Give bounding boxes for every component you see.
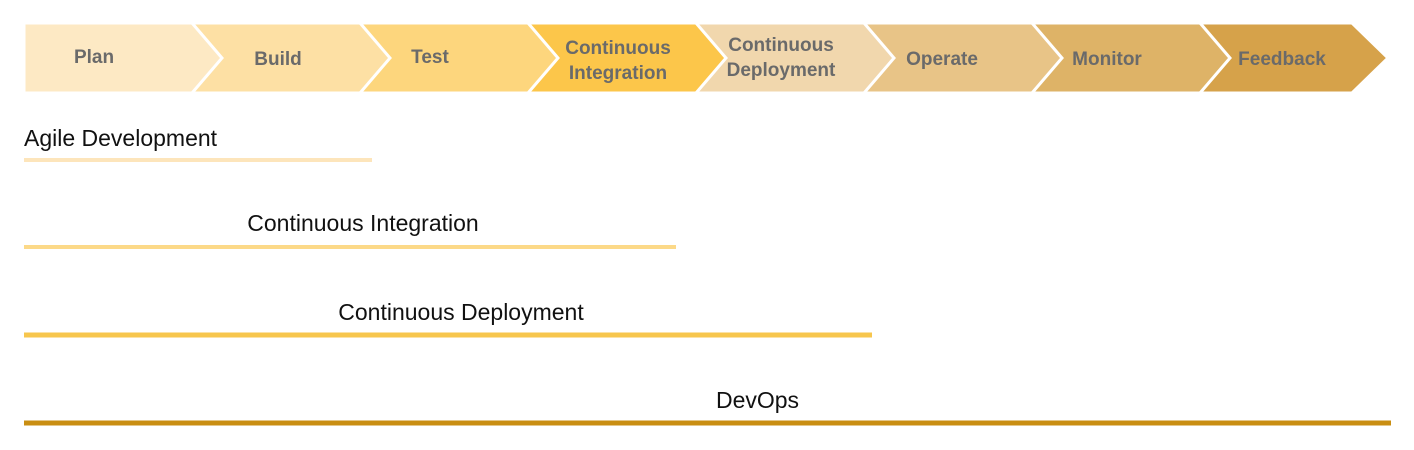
span-label: DevOps <box>716 387 799 413</box>
stage-chevron <box>356 21 567 95</box>
span-label: Continuous Integration <box>247 210 478 236</box>
stage-label: Monitor <box>1072 49 1142 70</box>
stage-chevron <box>692 21 903 95</box>
stage-chevron <box>1196 21 1391 95</box>
span-label: Agile Development <box>24 125 218 151</box>
span-label: Continuous Deployment <box>338 299 584 325</box>
stage-label: Test <box>411 47 449 68</box>
stage-label: Feedback <box>1238 49 1326 70</box>
stage-label: Operate <box>906 49 978 70</box>
stage-label: Build <box>254 49 302 70</box>
stage-label: Plan <box>74 47 114 68</box>
stage-chevron <box>22 21 231 95</box>
